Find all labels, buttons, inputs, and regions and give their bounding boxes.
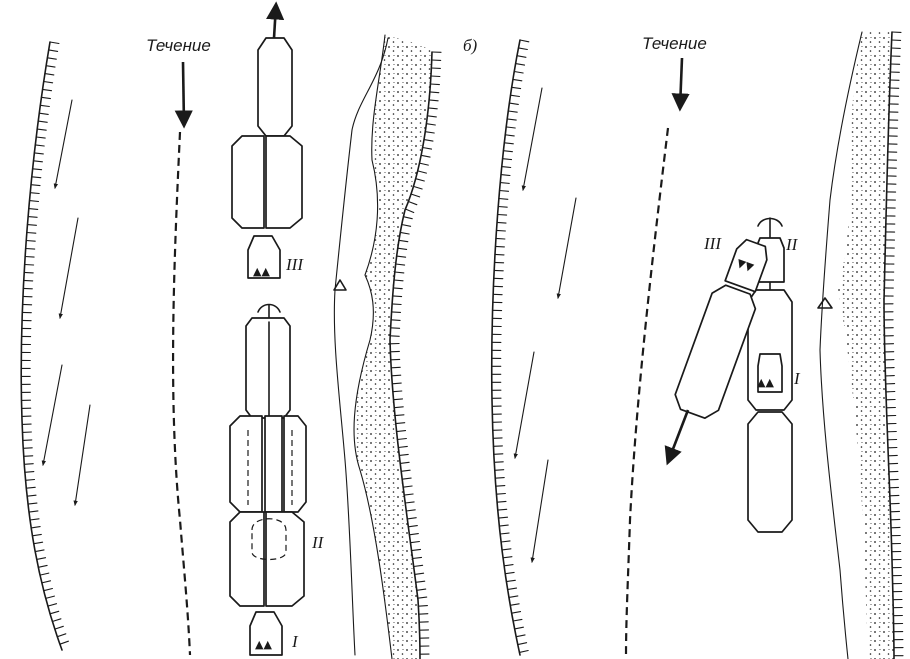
pusher-tug	[757, 353, 783, 393]
hidden-barge-outline	[247, 430, 293, 505]
tug-arrows-icon: ▲▲	[253, 265, 270, 278]
current-arrow-a	[174, 61, 193, 129]
barge	[264, 415, 283, 513]
flow-arrow	[73, 404, 91, 507]
flow-arrow	[513, 351, 535, 460]
flow-arrow	[41, 364, 63, 467]
right-bank-hatch-b	[883, 31, 904, 657]
tug-arrows-reverse-icon: ▼▼	[735, 256, 756, 274]
buoy-marker-b	[817, 297, 833, 309]
upper-tow-direction-arrow	[266, 1, 285, 39]
flow-arrow	[556, 197, 577, 300]
shore-line-a	[333, 37, 389, 656]
hidden-pusher-outline	[251, 518, 287, 561]
current-label-a: Течение	[146, 36, 211, 55]
tow-label-convoy: II	[311, 533, 325, 552]
barge	[229, 511, 265, 607]
buoy-marker-a	[333, 279, 347, 291]
right-bank-hatch-a	[389, 51, 442, 655]
panel-label-b: б)	[463, 36, 478, 55]
tow-label-left: III	[703, 234, 722, 253]
tow-label-right: II	[785, 235, 799, 254]
diverging-tow-b: ▼▼	[674, 238, 768, 420]
left-bank-hatch-a	[20, 41, 69, 645]
pusher-tug	[247, 235, 281, 279]
fairway-line-b	[624, 127, 670, 656]
flow-arrows-b	[513, 87, 577, 564]
barge	[283, 415, 307, 513]
flow-arrow	[58, 217, 79, 320]
panel-a: Течение ▲▲ III	[20, 1, 442, 659]
barge	[265, 511, 305, 607]
sand-edge-a	[353, 34, 393, 659]
barge	[229, 415, 263, 513]
tug-arrows-icon: ▲▲	[757, 376, 774, 389]
current-arrow-b	[671, 57, 690, 112]
barge	[265, 135, 303, 229]
flow-arrow	[521, 87, 543, 192]
pusher-tug	[249, 611, 283, 656]
tow-label-lower: I	[291, 632, 299, 651]
barge	[674, 284, 757, 420]
left-bank-b	[490, 39, 521, 656]
barge	[245, 317, 291, 419]
shore-line-b	[819, 31, 863, 659]
lower-convoy-a: ▲▲ II I	[229, 303, 325, 656]
flow-arrow	[53, 99, 73, 190]
left-bank-a	[20, 41, 63, 651]
sand-bar-b	[838, 32, 894, 659]
right-bank-a	[389, 51, 433, 659]
pusher-tug	[724, 238, 768, 293]
current-label-b: Течение	[642, 34, 707, 53]
fairway-line-a	[171, 131, 192, 656]
barge	[747, 411, 793, 533]
panel-b: б) Течение ▲▲ II I	[463, 31, 904, 659]
left-bank-hatch-b	[491, 39, 530, 653]
flow-arrows-a	[41, 99, 91, 507]
tow-label-middle: I	[793, 369, 801, 388]
diverging-tow-direction-arrow	[664, 409, 690, 466]
upper-tow-a: ▲▲ III	[231, 1, 304, 279]
right-bank-b	[883, 31, 895, 659]
flow-arrow	[530, 459, 549, 564]
tow-label-upper: III	[285, 255, 304, 274]
sand-bar-a	[354, 35, 432, 659]
barge	[231, 135, 265, 229]
tug-arrows-icon: ▲▲	[255, 638, 272, 651]
barge	[257, 37, 293, 137]
